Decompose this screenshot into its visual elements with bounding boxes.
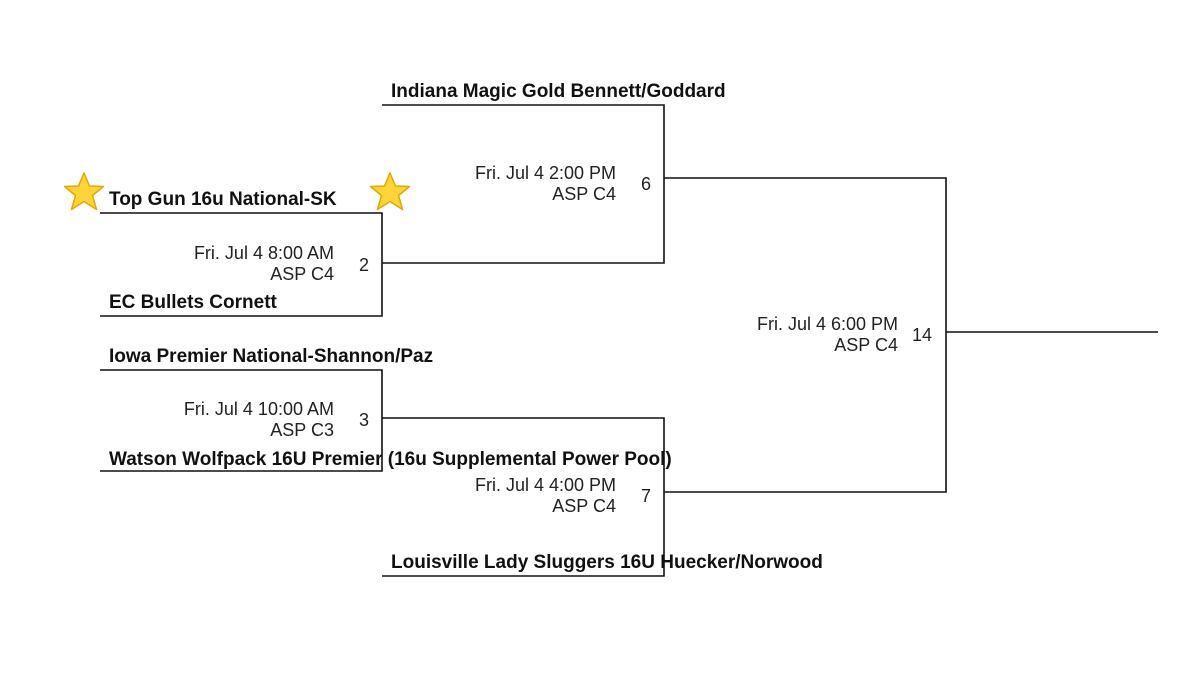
game-2-info: Fri. Jul 4 8:00 AM ASP C4: [194, 243, 334, 285]
game-14-number: 14: [912, 325, 933, 345]
game-2-time: Fri. Jul 4 8:00 AM: [193, 243, 334, 263]
game-3-number: 3: [359, 410, 370, 430]
game-2-number: 2: [359, 255, 370, 275]
bracket-line-game-3: [100, 369, 383, 472]
star-icon: [63, 172, 105, 211]
game-7-number: 7: [641, 486, 652, 506]
team-ec-bullets: EC Bullets Cornett: [109, 292, 277, 313]
game-14-field: ASP C4: [834, 335, 898, 355]
game-3-field: ASP C3: [270, 420, 334, 440]
game-7-info: Fri. Jul 4 4:00 PM ASP C4: [475, 475, 616, 517]
game-14-time: Fri. Jul 4 6:00 PM: [756, 314, 898, 334]
game-6-number: 6: [641, 174, 652, 194]
team-watson-wolfpack: Watson Wolfpack 16U Premier (16u Supplem…: [109, 449, 672, 470]
star-icon: [369, 172, 411, 211]
game-6-info: Fri. Jul 4 2:00 PM ASP C4: [475, 163, 616, 205]
game-7-time: Fri. Jul 4 4:00 PM: [474, 475, 616, 495]
bracket-line-game-6: [382, 104, 665, 264]
game-2-field: ASP C4: [270, 264, 334, 284]
team-louisville: Louisville Lady Sluggers 16U Huecker/Nor…: [391, 552, 823, 573]
game-14-info: Fri. Jul 4 6:00 PM ASP C4: [757, 314, 898, 356]
game-6-field: ASP C4: [552, 184, 616, 204]
team-indiana-magic: Indiana Magic Gold Bennett/Goddard: [391, 81, 726, 102]
team-iowa-premier: Iowa Premier National-Shannon/Paz: [109, 346, 434, 367]
game-3-info: Fri. Jul 4 10:00 AM ASP C3: [184, 399, 334, 441]
game-6-time: Fri. Jul 4 2:00 PM: [474, 163, 616, 183]
game-7-field: ASP C4: [552, 496, 616, 516]
bracket-line-game-7: [382, 417, 665, 577]
team-top-gun: Top Gun 16u National-SK: [109, 189, 337, 210]
bracket-line-game-14: [664, 177, 947, 493]
game-3-time: Fri. Jul 4 10:00 AM: [183, 399, 334, 419]
